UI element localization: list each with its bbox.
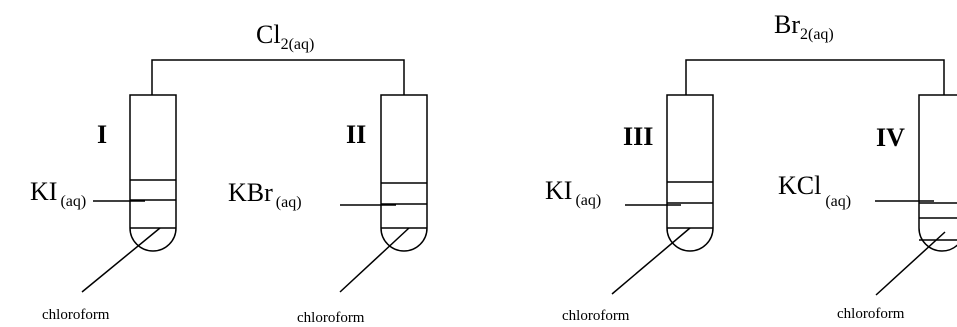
chloroform-label-4: chloroform [837,306,905,322]
reagent-label-br2: Br2(aq) [774,10,834,43]
chloroform-pointer [611,227,691,295]
delivery-line-br2 [685,59,945,100]
tube-numeral-4: IV [876,123,905,152]
tube-numeral-3: III [623,122,653,151]
delivery-line-cl2 [151,59,405,100]
solution-label-kbr: KBr(aq) [228,178,302,211]
solution-label-ki-1: KI(aq) [30,177,86,210]
tube-numeral-1: I [97,120,107,149]
chloroform-pointer [875,231,946,296]
test-tube-4 [918,94,957,252]
chloroform-label-1: chloroform [42,307,110,323]
solution-label-ki-3: KI(aq) [545,176,601,209]
test-tube-1 [129,94,177,252]
solution-label-kcl: KCl(aq) [778,171,851,210]
tube-numeral-2: II [346,120,366,149]
chloroform-label-3: chloroform [562,308,630,324]
test-tube-2 [380,94,428,252]
chloroform-label-2: chloroform [297,310,365,326]
test-tube-3 [666,94,714,252]
reagent-label-cl2: Cl2(aq) [256,20,314,53]
chloroform-pointer [81,227,161,293]
chloroform-pointer [339,227,410,293]
